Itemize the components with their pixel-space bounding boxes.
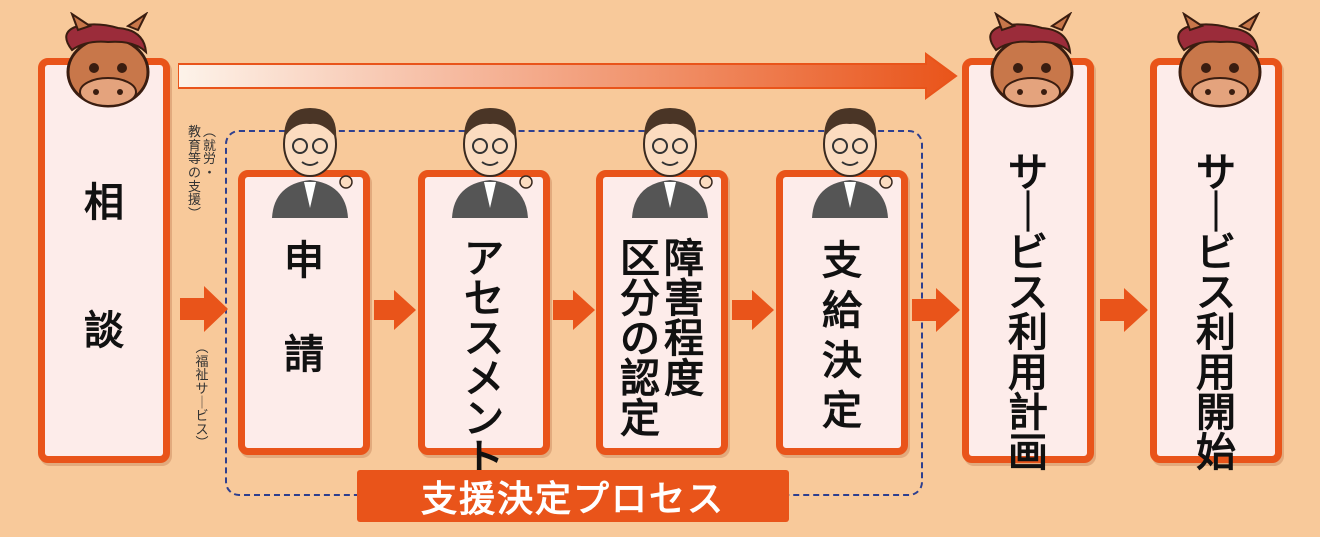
officer-icon	[812, 108, 893, 218]
label-char: メ	[464, 356, 504, 402]
horse-mascot-icon	[65, 12, 150, 108]
long-arrow	[178, 52, 958, 100]
side-note-line: ︵就労・	[203, 125, 217, 181]
label-char: 利	[1196, 310, 1236, 356]
officer-icon	[272, 108, 353, 218]
label-char: ス	[1008, 270, 1048, 316]
label-char: 区	[620, 236, 660, 282]
label-char: 計	[1008, 390, 1048, 436]
label-char: ア	[464, 236, 504, 282]
label-char: 支	[822, 238, 862, 284]
label-char: 分	[620, 276, 660, 322]
label-char: ビ	[1196, 230, 1236, 276]
side-note-line: 教育等の支援︶	[187, 125, 201, 222]
horse-mascot-icon	[1177, 12, 1262, 108]
process-label: 支援決定プロセス	[357, 470, 789, 522]
label-char: 決	[822, 338, 862, 384]
label-char: 定	[620, 396, 660, 442]
step-apply-label: 申 請	[284, 238, 324, 378]
label-char: 害	[664, 276, 704, 322]
horse-mascot-icon	[989, 12, 1074, 108]
step-disability-label: 区分の認定 障害程度	[603, 239, 721, 439]
label-char: 認	[620, 356, 660, 402]
label-char: サ	[1008, 150, 1048, 196]
label-char: ス	[1196, 270, 1236, 316]
label-char: ス	[464, 316, 504, 362]
label-char: 給	[822, 288, 862, 334]
label-char: 程	[664, 316, 704, 362]
label-char: セ	[464, 276, 504, 322]
label-char: ｜	[1008, 190, 1048, 236]
arrow-4	[732, 290, 774, 330]
label-char: 画	[1008, 430, 1048, 476]
label-char: の	[620, 316, 660, 362]
officer-icon	[452, 108, 533, 218]
label-char: 障	[664, 236, 704, 282]
step-consult-label: 相 談	[84, 180, 124, 354]
side-note-bottom: ︵福祉サ｜ビス︶	[184, 342, 220, 451]
step-disability-level: 区分の認定 障害程度	[596, 170, 728, 455]
side-note-bottom-text: ︵福祉サ｜ビス︶	[195, 342, 208, 451]
step-service-start-label: サ｜ビス利用開始	[1157, 153, 1275, 473]
label-char: 開	[1196, 390, 1236, 436]
step-service-plan: サ｜ビス利用計画	[962, 58, 1094, 473]
officer-icon	[632, 108, 713, 218]
label-char: 利	[1008, 310, 1048, 356]
label-char: 用	[1008, 350, 1048, 396]
arrow-3	[553, 290, 595, 330]
label-char: 始	[1196, 430, 1236, 476]
arrow-6	[1100, 288, 1148, 332]
side-note-top: ︵就労・教育等の支援︶	[180, 126, 224, 221]
label-char: ｜	[1196, 190, 1236, 236]
label-char: ビ	[1008, 230, 1048, 276]
label-char: 定	[822, 388, 862, 434]
arrow-2	[374, 290, 416, 330]
label-char: 用	[1196, 350, 1236, 396]
step-service-start: サ｜ビス利用開始	[1150, 58, 1282, 473]
arrow-5	[912, 288, 960, 332]
label-char: サ	[1196, 150, 1236, 196]
step-decision-label: 支給決定	[783, 241, 901, 441]
label-char: 度	[664, 356, 704, 402]
step-consult: 相 談	[38, 58, 170, 463]
side-note-top-text: ︵就労・教育等の支援︶	[188, 126, 216, 221]
arrow-1	[180, 286, 228, 332]
label-char: ン	[464, 396, 504, 442]
step-assessment-label: アセスメント	[425, 239, 543, 479]
side-note-line: ︵福祉サ｜ビス︶	[195, 341, 209, 452]
step-service-plan-label: サ｜ビス利用計画	[969, 153, 1087, 473]
